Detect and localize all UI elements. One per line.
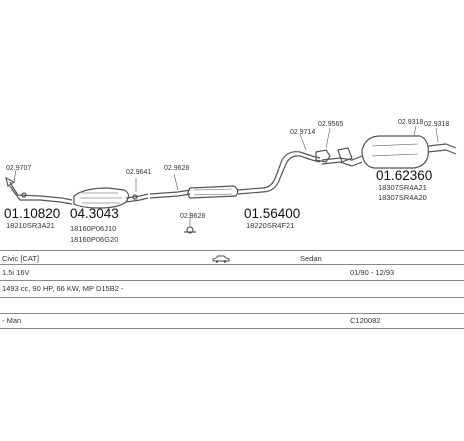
divider-top xyxy=(0,250,464,251)
part-label-p17: 18307SR4A21 xyxy=(378,183,427,192)
part-label-p08: 02.9628 xyxy=(164,165,189,172)
rear-silencer xyxy=(361,135,429,169)
tail-pipe xyxy=(427,143,457,149)
part-label-p11: 18220SR4F21 xyxy=(246,221,294,230)
body-type: Sedan xyxy=(300,254,322,263)
part-label-p07: 02.9641 xyxy=(126,169,151,176)
part-label-p04: 04.3043 xyxy=(70,206,119,221)
intermediate-pipe xyxy=(149,189,191,195)
part-label-p16: 01.62360 xyxy=(376,168,432,183)
sedan-icon xyxy=(212,255,230,263)
part-label-p06: 18160P06G20 xyxy=(70,235,118,244)
part-label-p09: 02.9628 xyxy=(180,213,205,220)
part-label-p03: 18210SR3A21 xyxy=(6,221,55,230)
engine-spec: 1493 cc, 90 HP, 66 KW, MP D15B2 - xyxy=(2,284,124,293)
divider-2 xyxy=(0,280,464,281)
production-period: 01/90 - 12/93 xyxy=(350,268,395,277)
divider-5 xyxy=(0,328,464,329)
part-label-p18: 18307SR4A20 xyxy=(378,193,427,202)
part-label-p05: 18160P06J10 xyxy=(70,224,116,233)
part-label-p10: 01.56400 xyxy=(244,206,300,221)
part-label-p14: 02.9318 xyxy=(398,119,423,126)
front-pipe-inner xyxy=(9,185,73,205)
part-label-p12: 02.9714 xyxy=(290,129,315,136)
divider-1 xyxy=(0,264,464,265)
catalog-code: C120082 xyxy=(350,316,381,325)
part-label-p02: 01.10820 xyxy=(4,206,60,221)
engine-label: 1.5i 16V xyxy=(2,268,30,277)
resonator xyxy=(187,185,239,199)
vehicle-model: Civic [CAT] xyxy=(2,254,39,263)
divider-3 xyxy=(0,297,464,298)
exhaust-system-diagram: 02.9707 01.10820 18210SR3A21 04.3043 181… xyxy=(4,119,457,244)
part-label-p13: 02.9565 xyxy=(318,121,343,128)
part-label-p01: 02.9707 xyxy=(6,165,31,172)
front-pipe xyxy=(9,181,73,201)
divider-4 xyxy=(0,313,464,314)
market-label: - Man xyxy=(2,316,22,325)
part-label-p15: 02.9318 xyxy=(424,121,449,128)
rear-pipe xyxy=(237,151,321,191)
